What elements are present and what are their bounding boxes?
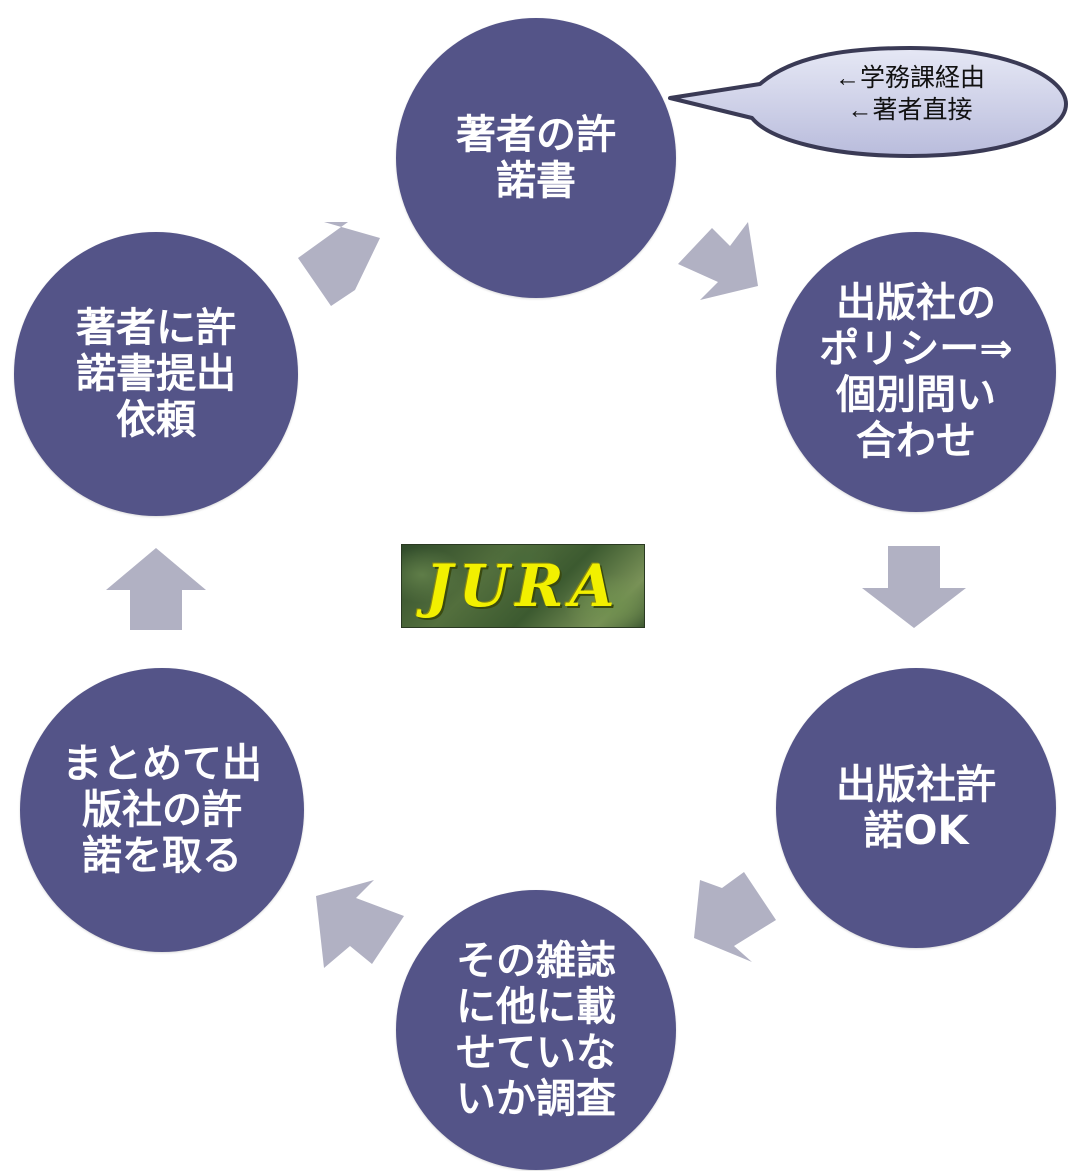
node-text-line: 個別問い (836, 372, 996, 418)
node-publisher-policy: 出版社の ポリシー⇒ 個別問い 合わせ (776, 232, 1056, 512)
node-authors-permission: 著者の許 諾書 (396, 18, 676, 298)
jura-logo: JURA (401, 544, 645, 628)
arrow-right-lower-to-bottom (694, 872, 776, 962)
callout-shape (668, 46, 1068, 158)
node-text-line: 諾書 (496, 158, 576, 204)
node-text-line: いか調査 (456, 1076, 616, 1122)
arrow-top-to-right-upper (678, 222, 758, 300)
node-text-line: 諾を取る (82, 833, 242, 879)
node-text-line: 出版社許 (836, 762, 996, 808)
node-text-line: 依頼 (116, 397, 196, 443)
node-text-line: 諾OK (863, 808, 969, 854)
node-journal-check: その雑誌 に他に載 せていな いか調査 (396, 890, 676, 1170)
arrow-right-upper-to-right-lower (862, 546, 966, 628)
node-text-line: に他に載 (456, 984, 616, 1030)
node-text-line: 出版社の (836, 280, 996, 326)
arrow-left-upper-to-top (298, 222, 380, 306)
node-bulk-publisher-permission: まとめて出 版社の許 諾を取る (20, 668, 304, 952)
node-text-line: 合わせ (856, 418, 976, 464)
node-text-line: ポリシー⇒ (819, 326, 1013, 372)
callout-bubble (668, 46, 1068, 158)
arrow-bottom-to-left-lower (316, 880, 404, 968)
callout-line-2: ←著者直接 (847, 96, 973, 124)
node-text-line: その雑誌 (456, 938, 616, 984)
node-text-line: 著者に許 (76, 305, 236, 351)
node-text-line: まとめて出 (62, 741, 262, 787)
node-request-author-permission: 著者に許 諾書提出 依頼 (14, 232, 298, 516)
callout-text: ←学務課経由 ←著者直接 (800, 62, 1020, 126)
node-publisher-ok: 出版社許 諾OK (776, 668, 1056, 948)
callout-line-1: ←学務課経由 (834, 64, 985, 92)
arrow-left-lower-to-left-upper (106, 548, 206, 630)
node-text-line: せていな (456, 1030, 616, 1076)
jura-logo-text: JURA (425, 552, 621, 620)
node-text-line: 著者の許 (456, 112, 616, 158)
node-text-line: 諾書提出 (76, 351, 236, 397)
node-text-line: 版社の許 (82, 787, 242, 833)
